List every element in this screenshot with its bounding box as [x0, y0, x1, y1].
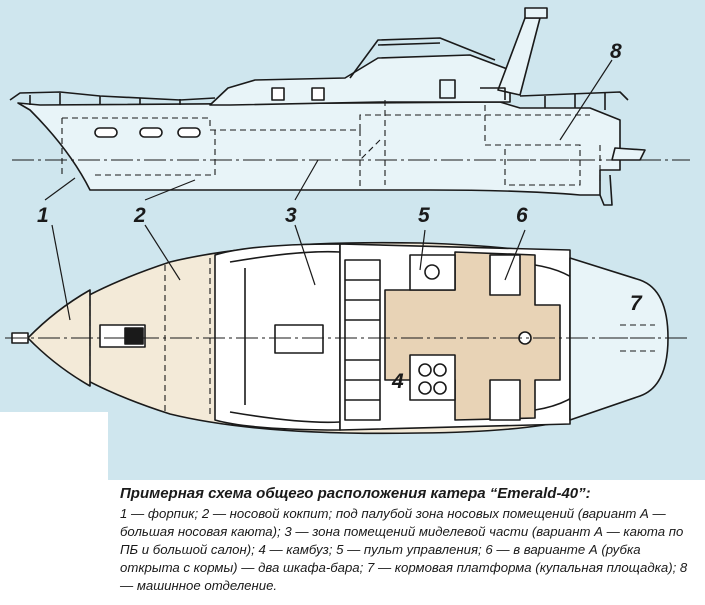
label-1-forepeak: 1 — [37, 204, 49, 227]
side-interior-lines — [61, 100, 601, 190]
stern-rail — [519, 91, 629, 101]
rudder — [599, 174, 613, 206]
bar-cabinet — [489, 379, 521, 421]
galley — [409, 354, 456, 401]
label-3-midship: 3 — [285, 204, 297, 227]
window — [271, 87, 285, 101]
window — [311, 87, 325, 101]
caption-title: Примерная схема общего расположения кате… — [120, 485, 591, 502]
side-profile — [9, 7, 646, 206]
porthole — [177, 127, 201, 138]
leader-lines — [44, 59, 613, 321]
helm-seat — [439, 79, 456, 99]
porthole — [94, 127, 118, 138]
hatch — [274, 324, 324, 354]
label-8-engine-room: 8 — [610, 40, 622, 63]
bow-rail — [9, 91, 216, 101]
label-5-helm: 5 — [418, 204, 430, 227]
side-hull — [17, 101, 621, 196]
flybridge-frame — [349, 37, 496, 79]
porthole — [139, 127, 163, 138]
label-4-galley: 4 — [391, 370, 404, 393]
swim-platform-side — [611, 147, 646, 161]
stairs — [344, 259, 381, 421]
radar-antenna — [524, 7, 548, 19]
side-superstructure — [209, 54, 511, 106]
caption-body: 1 — форпик; 2 — носовой кокпит; под палу… — [120, 506, 688, 593]
plan-view — [11, 241, 669, 435]
label-6-bars: 6 — [516, 204, 528, 227]
label-2-bow-cockpit: 2 — [133, 204, 146, 227]
bar-cabinet — [489, 254, 521, 296]
figure-caption: Примерная схема общего расположения кате… — [120, 485, 700, 595]
label-7-swim-platform: 7 — [630, 292, 643, 315]
